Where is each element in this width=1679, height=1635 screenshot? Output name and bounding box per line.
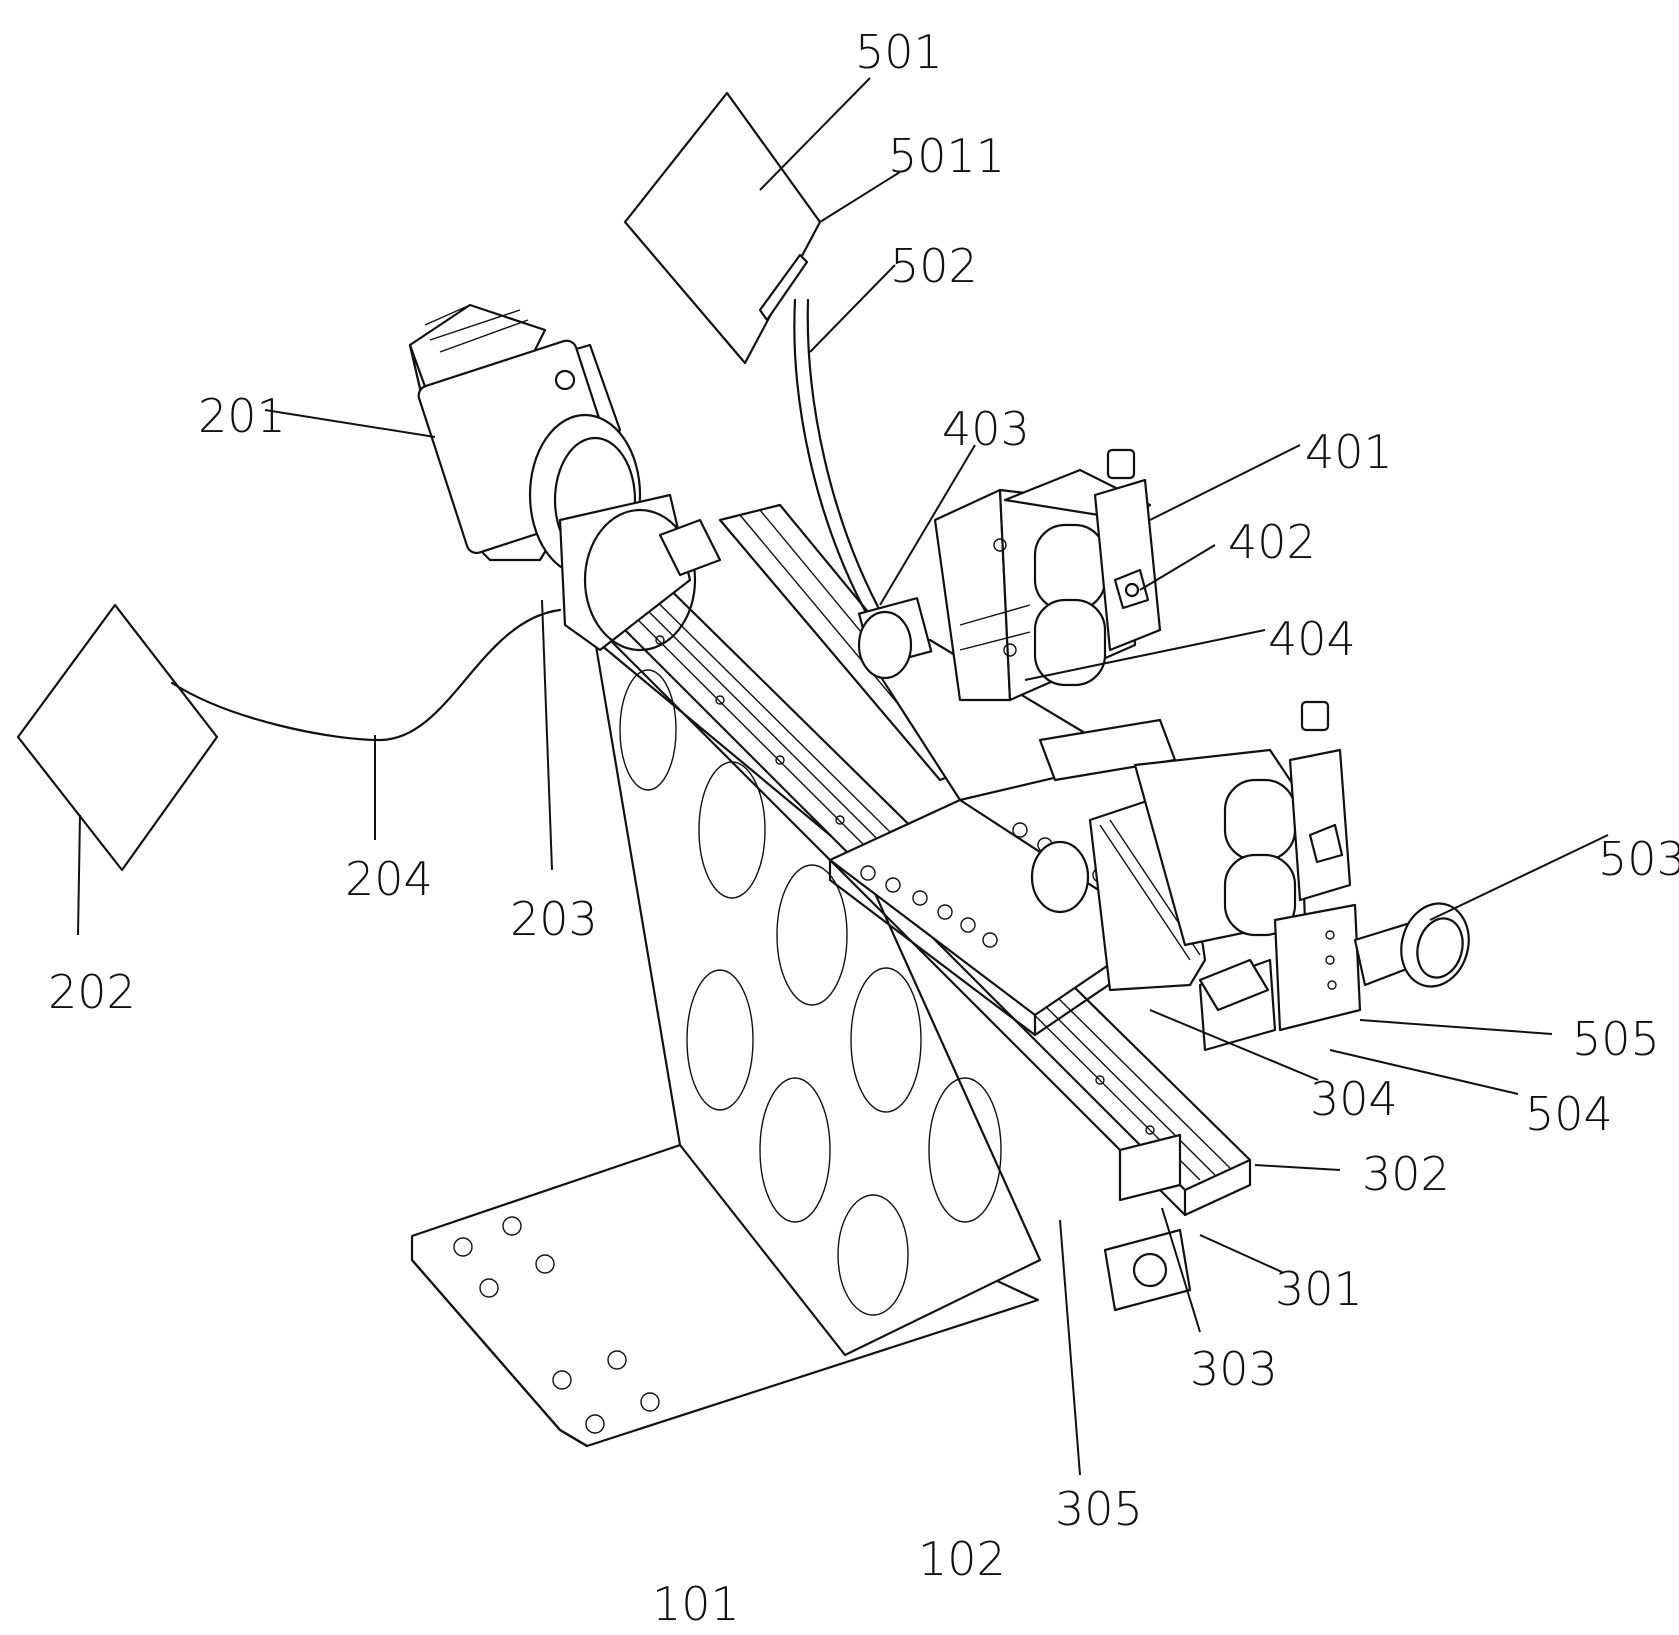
label-503: 503 bbox=[1598, 832, 1679, 886]
controller-box-202 bbox=[18, 605, 217, 870]
label-404: 404 bbox=[1268, 612, 1356, 666]
label-203: 203 bbox=[510, 892, 598, 946]
label-102: 102 bbox=[918, 1532, 1006, 1586]
label-202: 202 bbox=[48, 965, 136, 1019]
label-301: 301 bbox=[1275, 1262, 1363, 1316]
label-401: 401 bbox=[1305, 425, 1393, 479]
label-201: 201 bbox=[198, 389, 286, 443]
cable-204 bbox=[172, 610, 560, 740]
camera-panel-501 bbox=[625, 93, 820, 363]
label-5011: 5011 bbox=[888, 129, 1005, 183]
label-505: 505 bbox=[1572, 1012, 1660, 1066]
label-304: 304 bbox=[1310, 1072, 1398, 1126]
label-502: 502 bbox=[890, 239, 978, 293]
label-402: 402 bbox=[1228, 515, 1316, 569]
label-501: 501 bbox=[855, 25, 943, 79]
label-305: 305 bbox=[1055, 1482, 1143, 1536]
label-204: 204 bbox=[345, 852, 433, 906]
label-504: 504 bbox=[1525, 1087, 1613, 1141]
clamp-assembly-401 bbox=[935, 450, 1160, 700]
label-302: 302 bbox=[1362, 1147, 1450, 1201]
label-303: 303 bbox=[1190, 1342, 1278, 1396]
label-403: 403 bbox=[942, 402, 1030, 456]
label-101: 101 bbox=[652, 1577, 740, 1630]
